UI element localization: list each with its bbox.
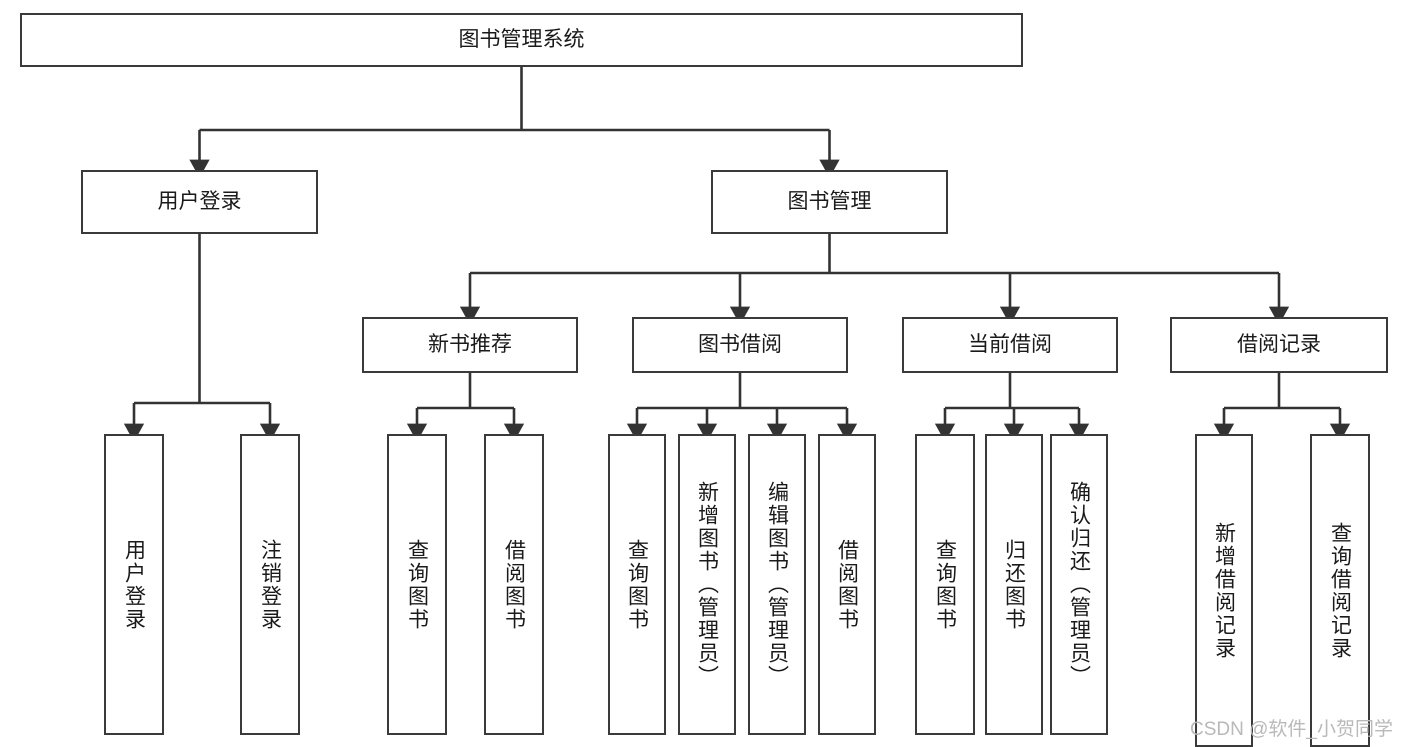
node-root-图书管理系统[interactable]: 图书管理系统	[20, 13, 1023, 67]
node-l3-借阅记录[interactable]: 借阅记录	[1170, 317, 1388, 373]
node-leaf-归还图书[interactable]: 归还图书	[985, 434, 1043, 735]
node-label: 新书推荐	[428, 333, 512, 357]
node-label: 当前借阅	[968, 333, 1052, 357]
edge-paths	[123, 67, 1351, 442]
node-label: 查询借阅记录	[1328, 521, 1352, 660]
node-label: 编辑图书（管理员）	[765, 481, 789, 688]
node-label: 借阅记录	[1237, 333, 1321, 357]
node-label: 图书管理	[787, 190, 872, 214]
node-leaf-注销登录[interactable]: 注销登录	[240, 434, 300, 735]
node-l3-当前借阅[interactable]: 当前借阅	[902, 317, 1118, 373]
node-leaf-确认归还管理员[interactable]: 确认归还（管理员）	[1050, 434, 1108, 735]
node-label: 用户登录	[122, 538, 146, 631]
node-label: 借阅图书	[502, 538, 526, 631]
node-label: 用户登录	[157, 190, 242, 214]
node-leaf-借阅图书[interactable]: 借阅图书	[484, 434, 544, 735]
node-label: 查询图书	[405, 538, 429, 631]
node-leaf-查询图书[interactable]: 查询图书	[915, 434, 975, 735]
node-label: 归还图书	[1002, 538, 1026, 631]
node-label: 注销登录	[258, 538, 282, 631]
node-label: 借阅图书	[835, 538, 859, 631]
node-l3-图书借阅[interactable]: 图书借阅	[632, 317, 848, 373]
node-leaf-查询图书[interactable]: 查询图书	[608, 434, 666, 735]
node-label: 图书借阅	[698, 333, 782, 357]
node-l2-用户登录[interactable]: 用户登录	[81, 170, 318, 234]
node-leaf-编辑图书管理员[interactable]: 编辑图书（管理员）	[748, 434, 806, 735]
node-l2-图书管理[interactable]: 图书管理	[711, 170, 948, 234]
node-label: 查询图书	[625, 538, 649, 631]
node-label: 新增图书（管理员）	[695, 481, 719, 688]
node-leaf-新增图书管理员[interactable]: 新增图书（管理员）	[678, 434, 736, 735]
node-leaf-新增借阅记录[interactable]: 新增借阅记录	[1195, 434, 1253, 747]
node-leaf-用户登录[interactable]: 用户登录	[104, 434, 164, 735]
node-leaf-查询借阅记录[interactable]: 查询借阅记录	[1310, 434, 1370, 747]
node-leaf-查询图书[interactable]: 查询图书	[387, 434, 447, 735]
node-l3-新书推荐[interactable]: 新书推荐	[362, 317, 578, 373]
node-leaf-借阅图书[interactable]: 借阅图书	[818, 434, 876, 735]
node-label: 图书管理系统	[458, 28, 585, 52]
node-label: 新增借阅记录	[1212, 521, 1236, 660]
node-label: 确认归还（管理员）	[1067, 481, 1091, 688]
node-label: 查询图书	[933, 538, 957, 631]
